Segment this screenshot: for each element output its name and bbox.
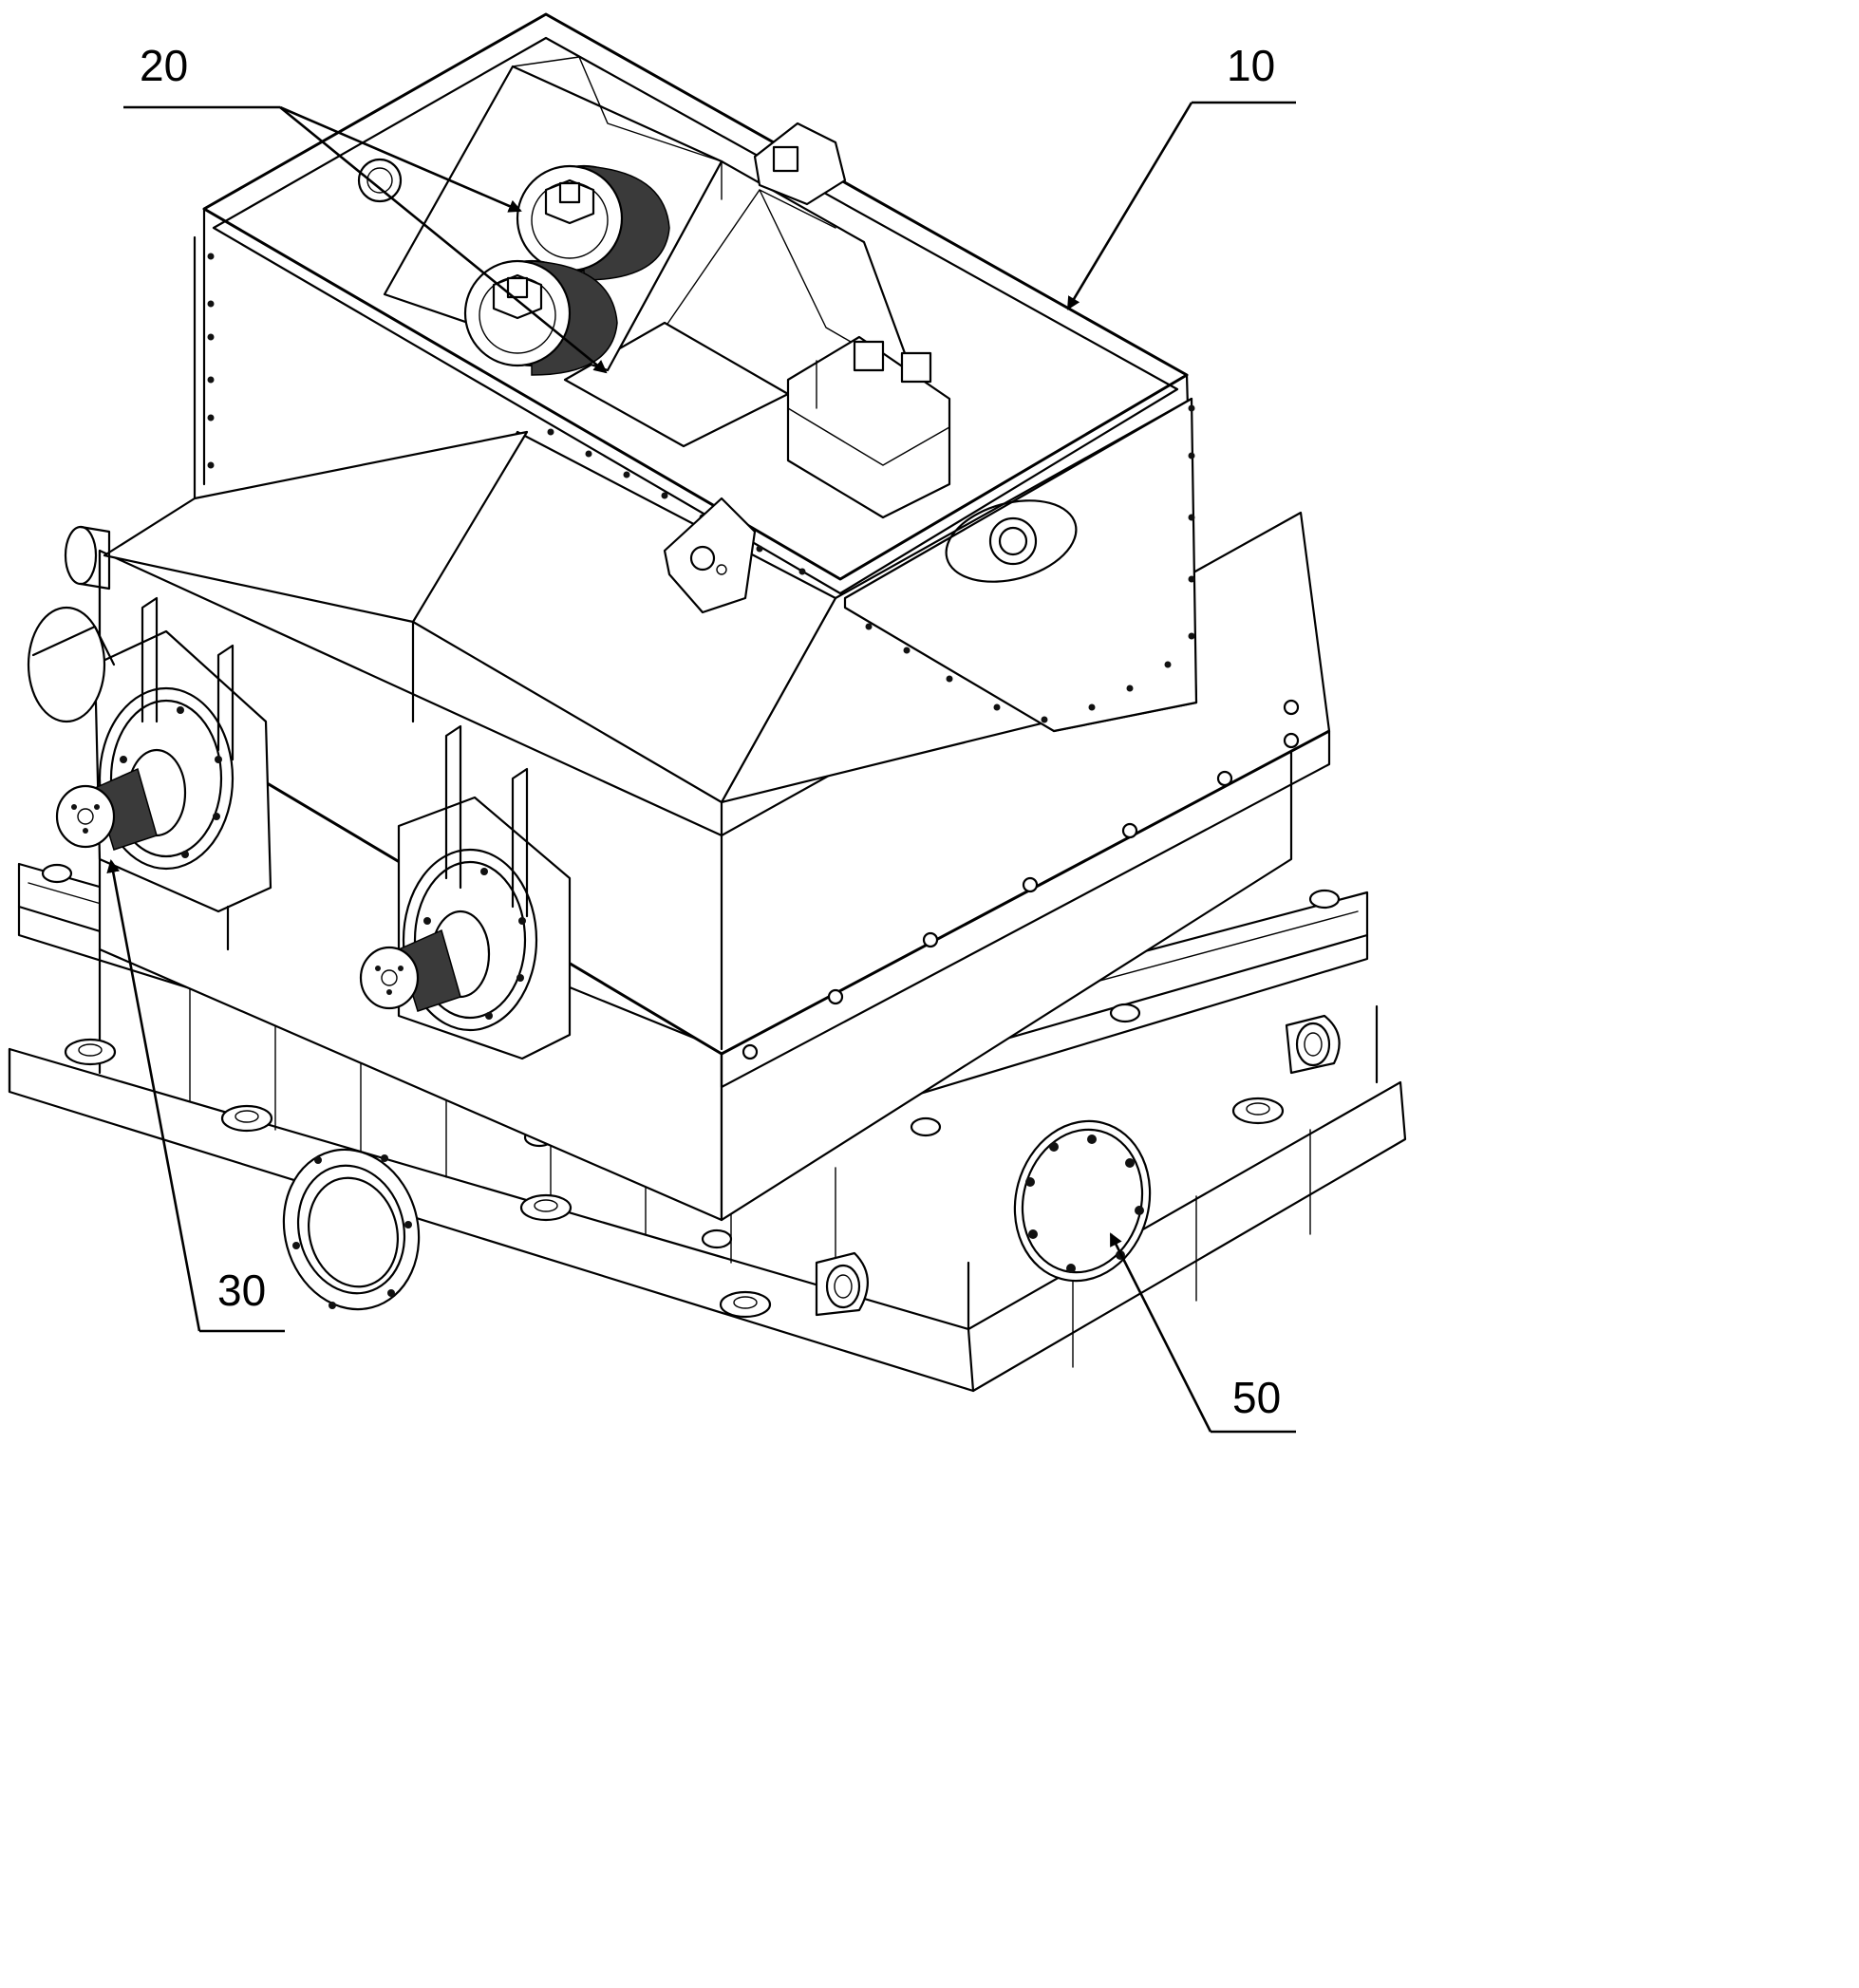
- label-50: 50: [1232, 1373, 1281, 1422]
- label-30: 30: [217, 1266, 266, 1315]
- label-20: 20: [140, 41, 188, 90]
- label-10: 10: [1227, 41, 1275, 90]
